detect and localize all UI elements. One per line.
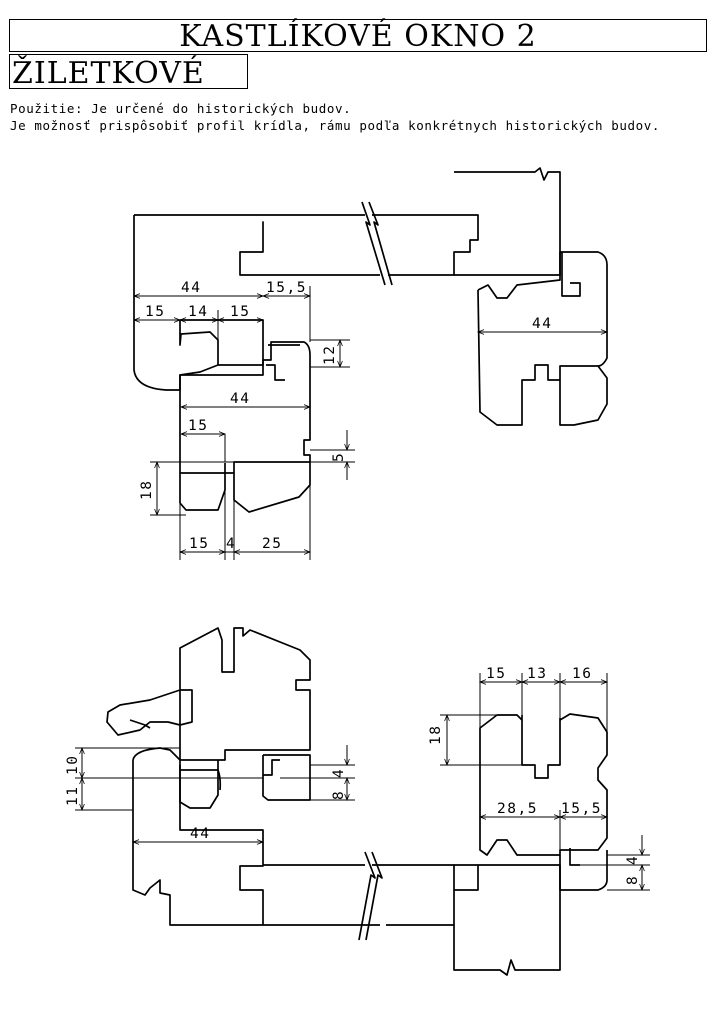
dim-8-right: 8	[625, 875, 641, 885]
dimension-labels-top: 44 15,5 15 14 15 12 44 15 5 18 15 4 25 4…	[139, 280, 552, 552]
sash-profile-top-right	[477, 251, 608, 426]
frame-crack-bottom	[358, 851, 383, 941]
dim-4-bottom: 4	[226, 536, 236, 552]
dim-18-bottom: 18	[428, 725, 444, 745]
dim-15-5-frame: 15,5	[266, 280, 307, 296]
dim-11: 11	[65, 786, 81, 806]
frame-extension-bottom	[453, 864, 561, 976]
top-window-section	[133, 167, 608, 513]
dim-14: 14	[188, 304, 208, 320]
frame-profile-bottom-left	[132, 747, 455, 926]
dim-18: 18	[139, 480, 155, 500]
dim-15-sash: 15	[188, 418, 208, 434]
dimensions-top	[132, 286, 609, 560]
frame-profile-top-left	[133, 214, 479, 391]
dim-8-left: 8	[331, 790, 347, 800]
dim-15-bottom-right: 15	[486, 666, 506, 682]
dim-15-5-bottom: 15,5	[561, 801, 602, 817]
frame-profile-top-right	[454, 167, 561, 276]
title-box: KASTLÍKOVÉ OKNO 2	[9, 19, 707, 54]
dim-4-right: 4	[625, 855, 641, 865]
dim-44-frame: 44	[181, 280, 201, 296]
sash-profile-bottom-upper	[106, 627, 311, 809]
glazing-bead-bottom	[129, 719, 151, 729]
dim-25: 25	[262, 536, 282, 552]
dim-4-left: 4	[331, 768, 347, 778]
dim-15-bottom: 15	[189, 536, 209, 552]
dim-12: 12	[322, 345, 338, 365]
dim-44-right: 44	[532, 316, 552, 332]
dim-15-left: 15	[145, 304, 165, 320]
usage-line: Použitie: Je určené do historických budo…	[10, 101, 352, 116]
subtitle-box: ŽILETKOVÉ	[9, 54, 248, 91]
dimension-labels-bottom: 10 11 8 4 44 15 13 16 18 28,5 15,5 4 8	[65, 666, 641, 885]
dim-16: 16	[572, 666, 592, 682]
dim-15-right: 15	[230, 304, 250, 320]
page-subtitle: ŽILETKOVÉ	[12, 56, 205, 91]
dim-44-frame-bottom: 44	[190, 826, 210, 842]
dim-10: 10	[65, 755, 81, 775]
page-title: KASTLÍKOVÉ OKNO 2	[179, 19, 537, 54]
dim-5: 5	[331, 452, 347, 462]
dim-28-5: 28,5	[497, 801, 538, 817]
sash-profile-top-lower	[179, 341, 311, 513]
frame-crack-top	[361, 201, 393, 286]
dim-44-sash: 44	[230, 391, 250, 407]
dimensions-bottom	[75, 673, 650, 892]
dim-13: 13	[527, 666, 547, 682]
adaptability-line: Je možnosť prispôsobiť profil krídla, rá…	[10, 118, 661, 133]
